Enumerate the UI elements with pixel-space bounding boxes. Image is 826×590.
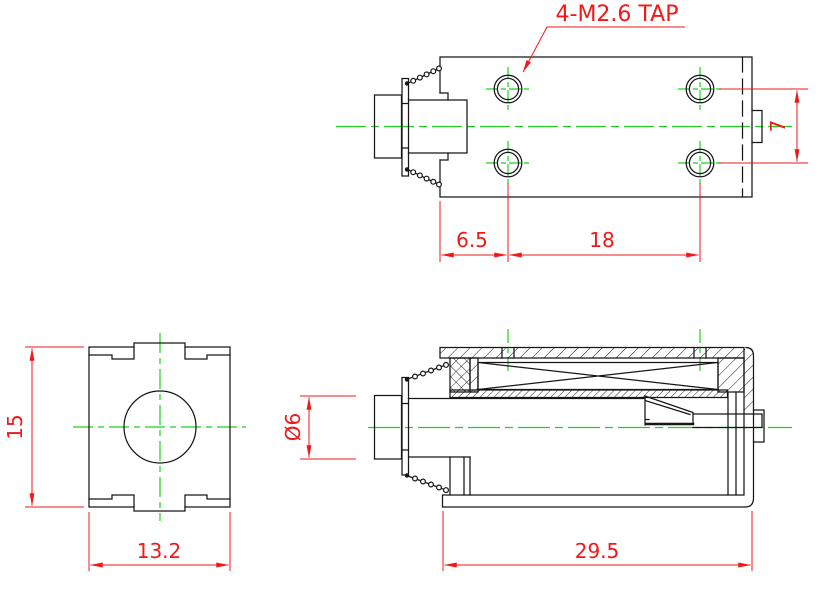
dim-hole-spacing-7: 7 <box>719 88 808 164</box>
top-view-plunger-notch <box>439 92 468 161</box>
coil-right-flange-hatched <box>717 357 745 393</box>
front-view-top-tab <box>88 342 231 360</box>
section-spring-chains <box>404 361 450 494</box>
front-view <box>73 333 246 521</box>
top-view-spring-chains <box>404 65 443 188</box>
section-view <box>368 329 792 508</box>
dim-width-13-2: 13.2 <box>88 512 231 571</box>
fixed-core-cone <box>644 395 695 426</box>
dim-height-15: 15 <box>3 346 84 508</box>
dimensions: 4-M2.6 TAP 7 6.5 18 15 13.2 <box>3 2 808 571</box>
dim-13-2-label: 13.2 <box>137 539 182 563</box>
tapped-holes <box>493 74 715 178</box>
coil-bottom-strip-hatched <box>449 389 729 399</box>
top-view <box>336 56 792 198</box>
coil-left-flange-crosshatched <box>449 357 471 393</box>
front-view-centerlines <box>73 333 246 521</box>
section-inner-walls <box>449 391 737 496</box>
dim-body-length-29-5: 29.5 <box>442 511 753 571</box>
top-view-centerlines <box>336 67 792 185</box>
dim-7-label: 7 <box>766 120 790 133</box>
dim-18-label: 18 <box>589 228 614 252</box>
top-view-plunger <box>373 77 449 177</box>
section-right-wall-hatched <box>744 349 753 410</box>
dim-6-5-label: 6.5 <box>456 228 488 252</box>
dim-dia6-label: Ø6 <box>281 413 305 441</box>
section-plunger <box>373 376 646 476</box>
top-view-side-terminal-tab <box>751 109 763 144</box>
dim-edge-to-hole-6-5: 6.5 18 <box>439 183 701 262</box>
callout-label: 4-M2.6 TAP <box>556 2 679 27</box>
coil-winding-symbol <box>477 361 719 391</box>
dim-callout-tap: 4-M2.6 TAP <box>522 2 685 73</box>
dim-29-5-label: 29.5 <box>575 539 620 563</box>
dim-plunger-diameter: Ø6 <box>281 395 356 460</box>
dim-15-label: 15 <box>3 414 27 439</box>
front-view-bottom-tab <box>88 494 231 512</box>
front-view-outline <box>88 346 231 508</box>
section-plate-hole-ticks <box>501 347 707 359</box>
core-pin <box>692 409 765 443</box>
section-top-plate-hatched <box>439 346 745 359</box>
front-view-bore-circle <box>123 390 197 464</box>
coil-left-hatched-column <box>469 357 479 393</box>
top-view-body-outline <box>439 56 753 198</box>
